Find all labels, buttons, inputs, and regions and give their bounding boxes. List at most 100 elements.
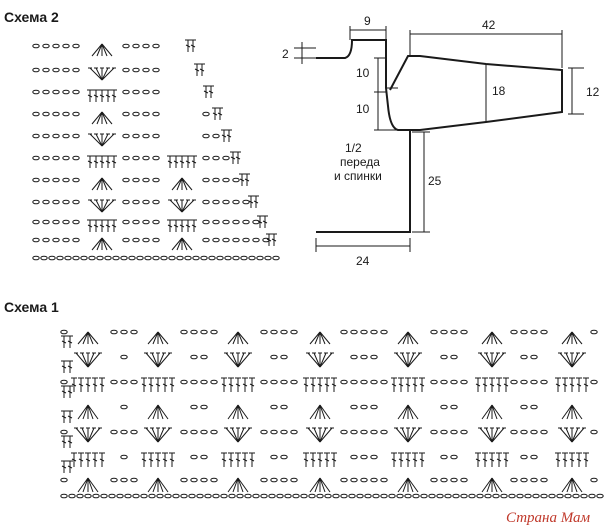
double-crochet-symbol [271,233,277,246]
chain-stitch-symbol [120,329,128,335]
chain-stitch-symbol [460,429,468,435]
chain-stitch-symbol [232,255,240,261]
chain-stitch-symbol [540,429,548,435]
double-crochet-symbol [87,155,93,168]
chain-stitch-symbol [72,133,80,139]
chain-stitch-symbol [510,379,518,385]
chain-stitch-symbol [440,477,448,483]
double-crochet-symbol [230,151,236,164]
chain-stitch-symbol [56,255,64,261]
double-crochet-symbol [496,377,502,392]
chain-stitch-symbol [370,477,378,483]
chain-stitch-symbol [60,379,68,385]
chain-stitch-symbol [340,379,348,385]
chain-stitch-symbol [52,199,60,205]
chain-stitch-symbol [104,255,112,261]
chain-stitch-symbol [212,493,220,499]
chain-stitch-symbol [212,199,220,205]
chain-stitch-symbol [62,43,70,49]
fan-cluster-symbol [168,199,196,213]
chain-stitch-symbol [520,454,528,460]
chain-stitch-symbol [510,429,518,435]
chain-stitch-symbol [572,493,580,499]
chain-stitch-symbol [308,493,316,499]
double-crochet-symbol [67,360,73,373]
chain-stitch-symbol [530,429,538,435]
double-crochet-symbol [569,452,575,467]
double-crochet-symbol [105,219,111,232]
chain-stitch-symbol [52,155,60,161]
chain-stitch-symbol [142,219,150,225]
fan-cluster-symbol [224,352,252,368]
chain-stitch-symbol [190,477,198,483]
chain-stitch-symbol [360,429,368,435]
chain-stitch-symbol [484,493,492,499]
v-cluster-symbol [561,331,583,345]
chain-stitch-symbol [280,477,288,483]
watermark-text: Страна Мам [506,510,591,526]
chain-stitch-symbol [96,255,104,261]
chain-stitch-symbol [540,477,548,483]
chain-stitch-symbol [360,354,368,360]
double-crochet-symbol [185,155,191,168]
double-crochet-symbol [489,452,495,467]
double-crochet-symbol [331,452,337,467]
chain-stitch-symbol [370,454,378,460]
chain-stitch-symbol [370,404,378,410]
chain-stitch-symbol [32,199,40,205]
chain-stitch-symbol [122,219,130,225]
double-crochet-symbol [111,155,117,168]
v-cluster-symbol [77,331,99,345]
chain-stitch-symbol [62,219,70,225]
double-crochet-symbol [93,219,99,232]
double-crochet-symbol [61,360,67,373]
chain-stitch-symbol [142,111,150,117]
double-crochet-symbol [87,219,93,232]
chain-stitch-symbol [76,493,84,499]
double-crochet-symbol [173,219,179,232]
chain-stitch-symbol [132,111,140,117]
double-crochet-symbol [249,452,255,467]
chain-stitch-symbol [440,454,448,460]
chain-stitch-symbol [340,477,348,483]
chain-stitch-symbol [202,199,210,205]
chain-stitch-symbol [212,177,220,183]
chain-stitch-symbol [184,255,192,261]
chain-stitch-symbol [360,379,368,385]
double-crochet-symbol [199,63,205,76]
double-crochet-symbol [61,335,67,348]
double-crochet-symbol [155,452,161,467]
chain-stitch-symbol [200,354,208,360]
chain-stitch-symbol [52,133,60,139]
chain-stitch-symbol [120,404,128,410]
chain-stitch-symbol [210,429,218,435]
chain-stitch-symbol [590,329,598,335]
chain-stitch-symbol [440,354,448,360]
chain-stitch-symbol [190,454,198,460]
chain-stitch-symbol [284,493,292,499]
chain-stitch-symbol [152,155,160,161]
scheme2-chart [32,39,280,261]
v-cluster-symbol [397,331,419,345]
fan-cluster-symbol [144,427,172,443]
chain-stitch-symbol [440,329,448,335]
chain-stitch-symbol [350,404,358,410]
double-crochet-symbol [169,452,175,467]
chain-stitch-symbol [148,493,156,499]
dim-neck-drop: 2 [282,47,289,61]
chain-stitch-symbol [222,219,230,225]
chain-stitch-symbol [136,255,144,261]
v-cluster-symbol [77,404,99,420]
chain-stitch-symbol [142,237,150,243]
chain-stitch-symbol [120,477,128,483]
double-crochet-symbol [173,155,179,168]
chain-stitch-symbol [112,255,120,261]
chain-stitch-symbol [64,255,72,261]
scheme1-title: Схема 1 [4,299,59,315]
chain-stitch-symbol [132,219,140,225]
chain-stitch-symbol [212,133,220,139]
chain-stitch-symbol [468,493,476,499]
chain-stitch-symbol [290,329,298,335]
double-crochet-symbol [310,452,316,467]
v-cluster-symbol [309,404,331,420]
